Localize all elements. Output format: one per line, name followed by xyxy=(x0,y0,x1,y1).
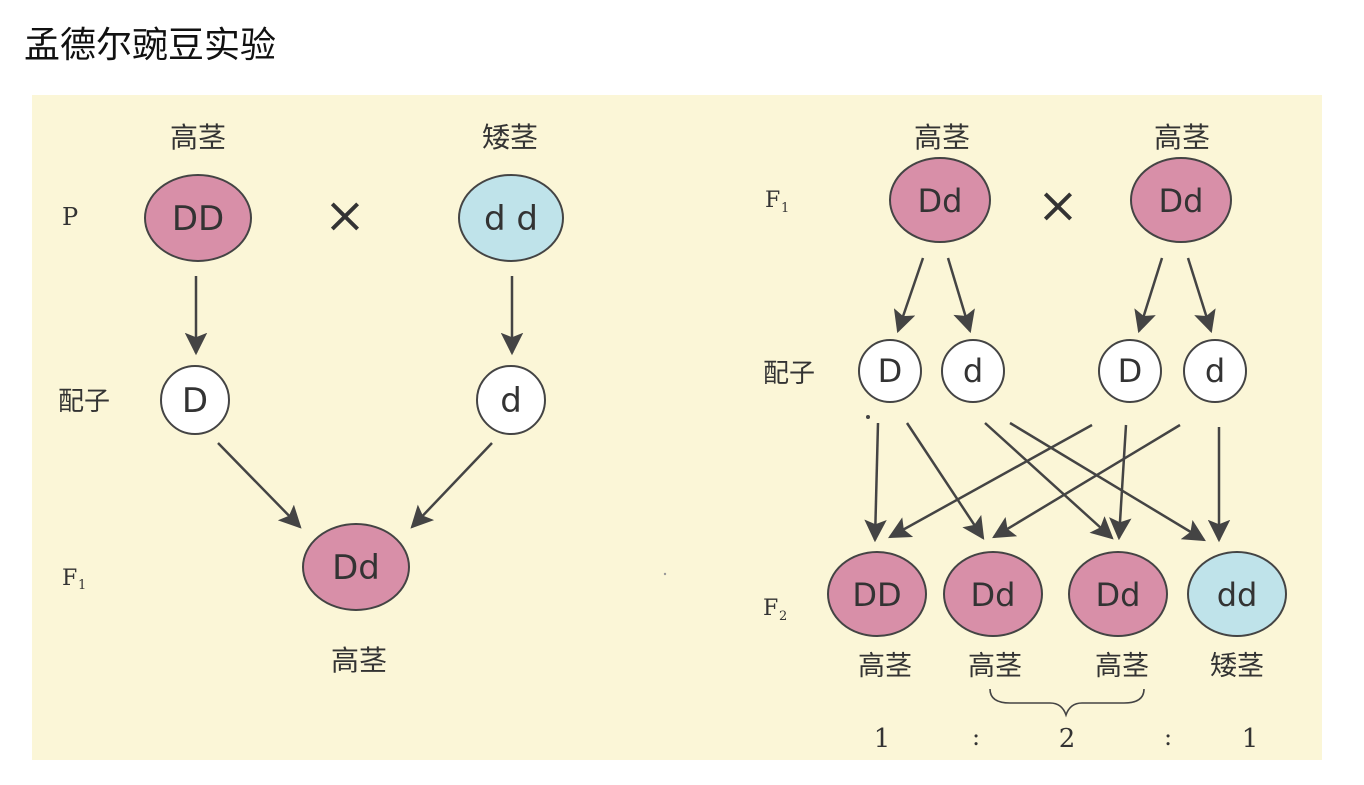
ratio-brace xyxy=(989,688,1145,718)
right-arrow-p2-g3 xyxy=(1134,257,1164,334)
right-offspring1-genotype: DD xyxy=(852,576,901,614)
right-offspring1-circle xyxy=(827,551,927,637)
left-offspring-genotype: Dd xyxy=(332,548,380,588)
right-offspring4-label: 矮茎 xyxy=(1210,651,1264,682)
speck xyxy=(663,572,667,576)
left-parent2-circle xyxy=(458,174,564,262)
left-parent1-circle xyxy=(144,174,252,262)
right-arrow-x2 xyxy=(905,422,985,540)
ratio-sep-2: : xyxy=(1164,723,1172,751)
ratio-value-1: 1 xyxy=(874,724,891,754)
right-row-f2-label: F 2 xyxy=(763,596,787,624)
right-gamete3-circle xyxy=(1098,339,1162,403)
right-parent2-genotype: Dd xyxy=(1159,182,1204,220)
right-arrow-p1-g2 xyxy=(946,257,975,334)
right-offspring2-genotype: Dd xyxy=(971,576,1016,614)
right-gamete1-allele: D xyxy=(878,352,903,390)
right-arrow-x5 xyxy=(888,423,1093,539)
left-row-f1-letter: F xyxy=(62,566,77,591)
left-cross-symbol: × xyxy=(324,186,366,244)
left-row-f1-label: F 1 xyxy=(62,566,86,593)
right-arrow-x6 xyxy=(1109,424,1132,541)
right-gamete4-circle xyxy=(1183,339,1247,403)
left-arrow-g1-f1 xyxy=(217,442,302,529)
right-arrow-x3 xyxy=(984,422,1114,540)
page-title: 孟德尔豌豆实验 xyxy=(24,25,277,66)
right-parent1-label: 高茎 xyxy=(914,121,970,154)
left-cross-panel: 高茎 矮茎 P 配子 F 1 DD × d d D d Dd 高茎 xyxy=(58,121,564,677)
right-arrow-p2-g4 xyxy=(1186,257,1216,334)
right-arrow-x7 xyxy=(992,423,1181,539)
right-gamete3-allele: D xyxy=(1118,352,1143,390)
right-offspring3-label: 高茎 xyxy=(1095,651,1149,682)
right-row-gamete-label: 配子 xyxy=(763,359,815,389)
ratio-value-2: 2 xyxy=(1059,724,1076,754)
right-row-f1-sub: 1 xyxy=(781,201,789,216)
diagram-svg: 高茎 矮茎 P 配子 F 1 DD × d d D d Dd 高茎 高茎 高茎 xyxy=(58,121,1287,754)
left-row-gamete-label: 配子 xyxy=(58,387,110,417)
right-gamete4-allele: d xyxy=(1205,352,1225,390)
left-gamete1-circle xyxy=(160,365,230,435)
left-parent1-genotype: DD xyxy=(172,199,224,239)
right-cross-panel: 高茎 高茎 F 1 配子 F 2 Dd × Dd D d D d xyxy=(763,121,1287,754)
right-arrow-p1-g1 xyxy=(893,257,925,334)
left-parent2-genotype: d d xyxy=(484,199,538,239)
right-parent1-circle xyxy=(889,157,991,243)
left-offspring-circle xyxy=(302,523,410,611)
right-parent2-label: 高茎 xyxy=(1154,121,1210,154)
left-row-f1-sub: 1 xyxy=(78,578,86,593)
mendel-diagram: 高茎 矮茎 P 配子 F 1 DD × d d D d Dd 高茎 高茎 高茎 xyxy=(32,95,1322,760)
right-arrow-x4 xyxy=(1009,421,1206,542)
right-offspring2-label: 高茎 xyxy=(968,651,1022,682)
right-arrow-x1 xyxy=(864,422,887,543)
right-offspring1-label: 高茎 xyxy=(858,651,912,682)
ratio-value-3: 1 xyxy=(1242,724,1259,754)
right-gamete2-circle xyxy=(941,339,1005,403)
left-gamete1-allele: D xyxy=(182,381,208,421)
right-row-f1-letter: F xyxy=(765,188,780,213)
right-gamete1-circle xyxy=(858,339,922,403)
right-offspring2-circle xyxy=(943,551,1043,637)
left-offspring-label: 高茎 xyxy=(331,644,387,677)
right-offspring3-circle xyxy=(1068,551,1168,637)
left-gamete2-circle xyxy=(476,365,546,435)
left-gamete2-allele: d xyxy=(500,381,522,421)
right-parent2-circle xyxy=(1130,157,1232,243)
left-arrow-g2-f1 xyxy=(410,442,493,529)
right-offspring3-genotype: Dd xyxy=(1096,576,1141,614)
right-parent1-genotype: Dd xyxy=(918,182,963,220)
right-offspring4-circle xyxy=(1187,551,1287,637)
left-row-p-label: P xyxy=(62,203,78,231)
right-gamete2-allele: d xyxy=(963,352,983,390)
stray-dot xyxy=(866,415,870,419)
ratio-sep-1: : xyxy=(972,723,980,751)
right-row-f2-sub: 2 xyxy=(779,609,787,624)
right-row-f2-letter: F xyxy=(763,596,778,621)
right-offspring4-genotype: dd xyxy=(1217,576,1258,614)
left-parent2-label: 矮茎 xyxy=(482,121,538,154)
left-parent1-label: 高茎 xyxy=(170,121,226,154)
right-row-f1-label: F 1 xyxy=(765,188,789,216)
right-cross-symbol: × xyxy=(1037,176,1079,234)
